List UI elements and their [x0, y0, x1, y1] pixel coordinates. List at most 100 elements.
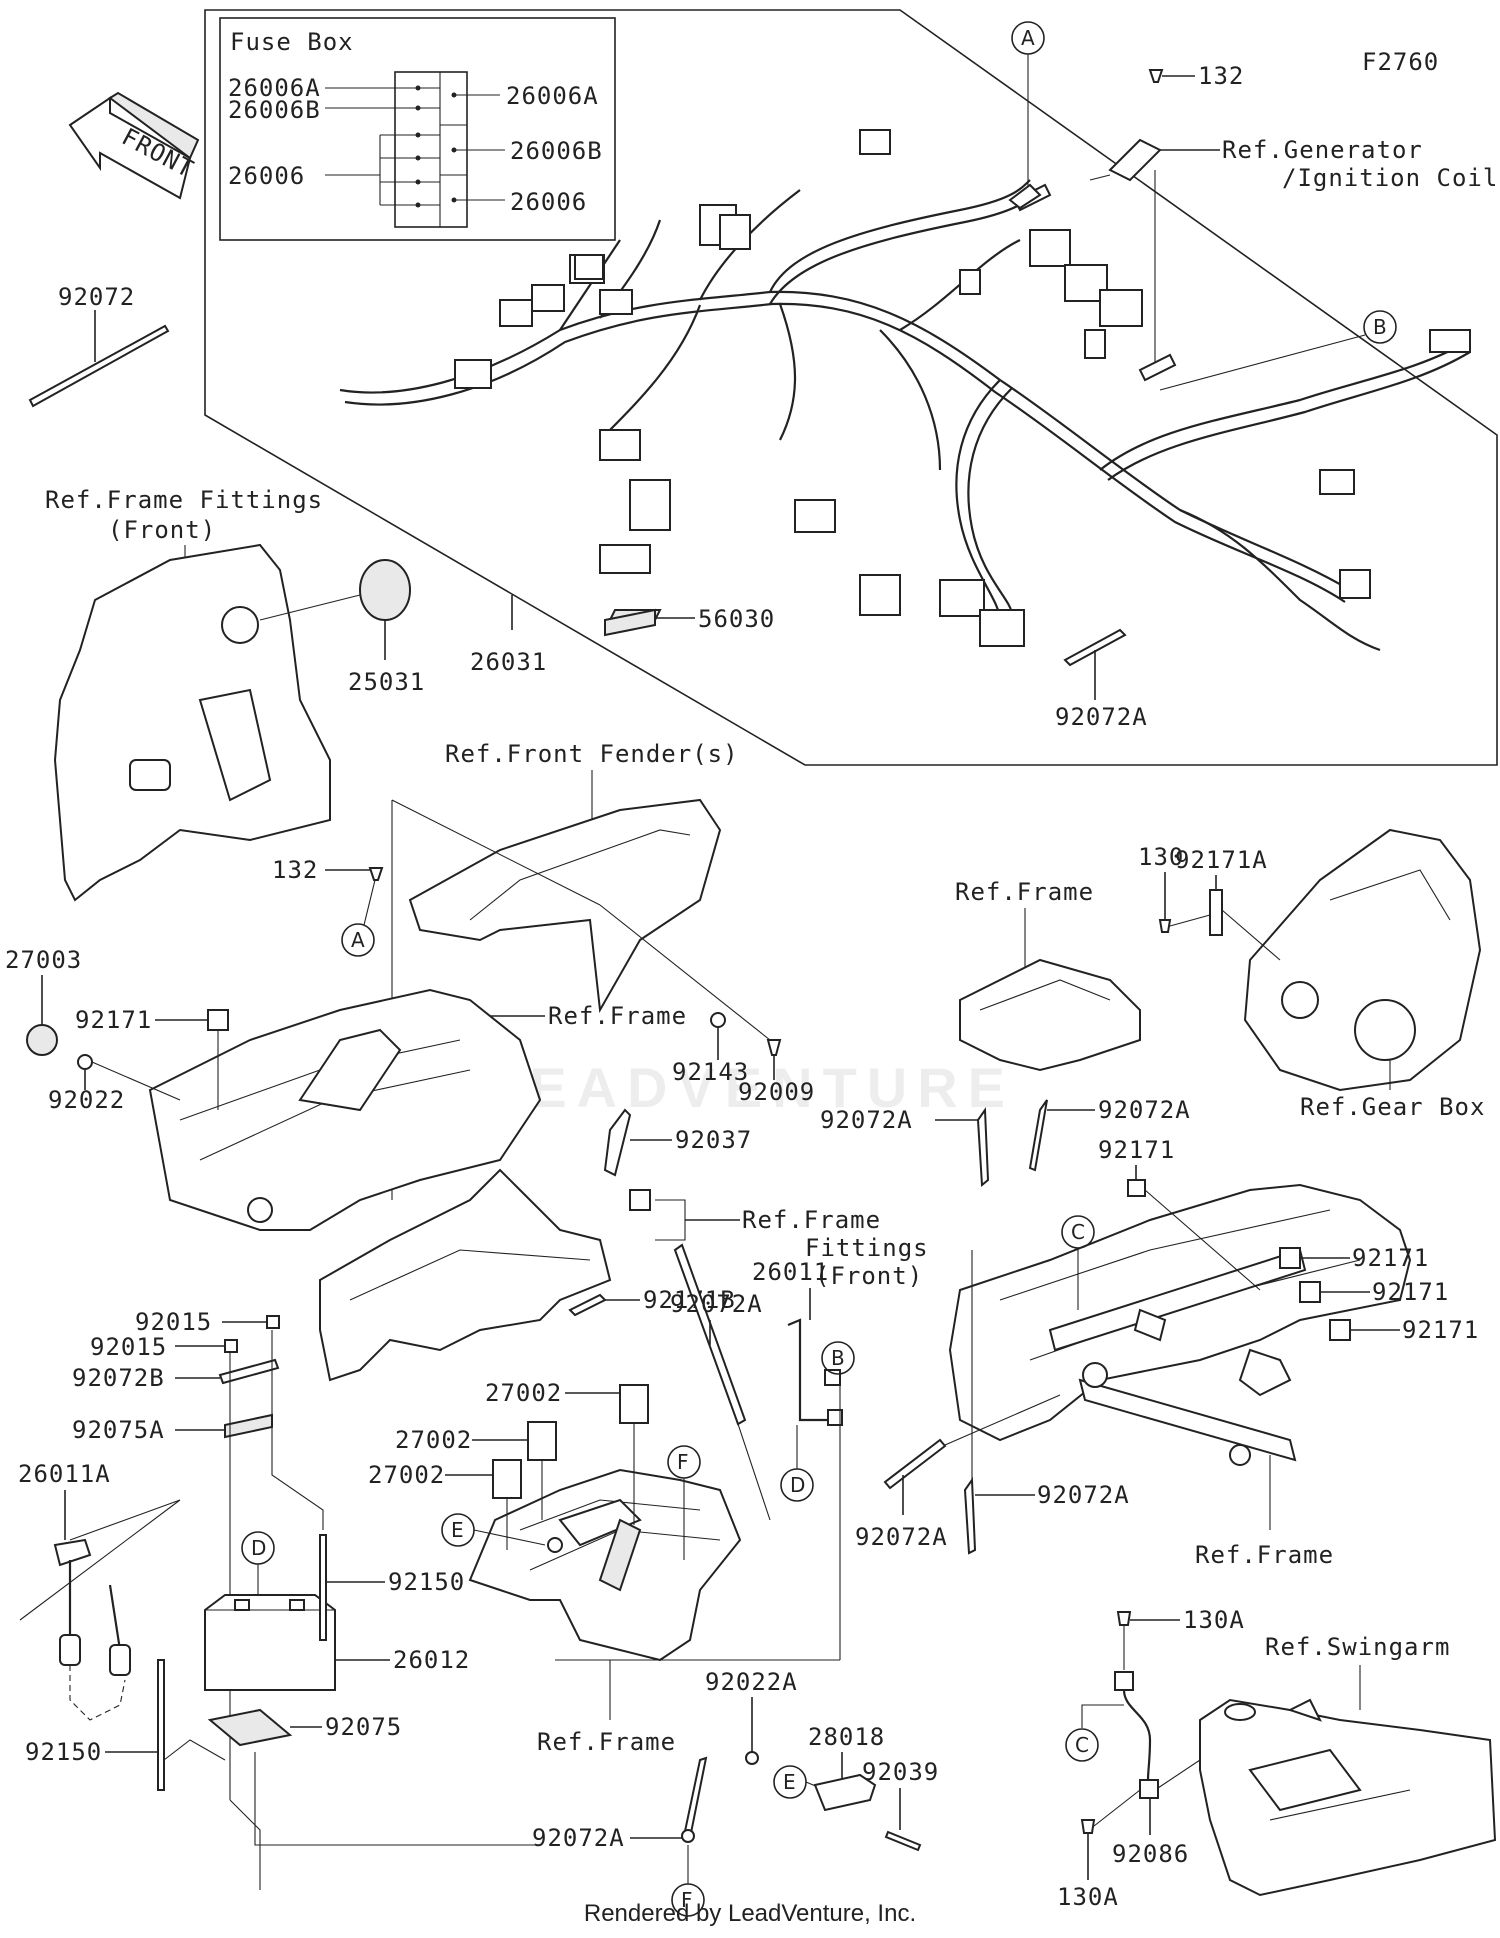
label-27002-b: 27002 [395, 1426, 472, 1454]
fuse-left-label-1: 26006A [228, 74, 321, 102]
label-132-mid: 132 [272, 856, 318, 884]
label-25031: 25031 [348, 668, 425, 696]
frame-fittings-lower-panel [319, 1168, 612, 1382]
relay-27002-b [527, 1421, 557, 1461]
cable-26011A [53, 1538, 92, 1567]
label-92072A-r3: 92072A [855, 1523, 948, 1551]
label-ref-frame-fittings-2-3: (Front) [815, 1262, 923, 1290]
fuse-right-label-1: 26006A [506, 82, 599, 110]
nut-92171-r1 [1279, 1247, 1301, 1269]
nut-92171-left [207, 1009, 229, 1031]
callout-e-bottom-letter: E [783, 1770, 796, 1794]
label-92072A-bottom: 92072A [532, 1824, 625, 1852]
pad-92075A [224, 1413, 273, 1439]
strap-92072B [218, 1358, 280, 1385]
strap-92072A-r4 [963, 1477, 977, 1555]
washer-92022A [745, 1751, 759, 1765]
label-92150-a: 92150 [388, 1568, 465, 1596]
label-ref-swingarm: Ref.Swingarm [1265, 1633, 1450, 1661]
label-92072A-r4: 92072A [1037, 1481, 1130, 1509]
callout-f-bottom-letter: F [681, 1888, 693, 1912]
fuse-box-title: Fuse Box [230, 28, 354, 56]
relay-27002-a [619, 1384, 649, 1424]
label-ref-frame-right: Ref.Frame [955, 878, 1094, 906]
label-92143: 92143 [672, 1058, 749, 1086]
label-26012: 26012 [393, 1646, 470, 1674]
label-92171-r2: 92171 [1372, 1278, 1449, 1306]
grommet-27003 [26, 1024, 58, 1056]
washer-92143 [710, 1012, 726, 1028]
label-27003: 27003 [5, 946, 82, 974]
label-26011: 26011 [752, 1258, 829, 1286]
label-92072A-r2: 92072A [1098, 1096, 1191, 1124]
strap-92072A-r1 [976, 1107, 990, 1188]
wire-harness-26031 [339, 179, 1471, 652]
socket-25031 [359, 559, 411, 621]
nut-92015-b [224, 1339, 238, 1353]
front-arrow: FRONT [68, 91, 200, 200]
label-92072: 92072 [58, 283, 135, 311]
sensor-92086 [1139, 1779, 1159, 1799]
bolt-130A-bottom [1080, 1819, 1096, 1834]
harness-connectors [454, 129, 1471, 647]
callout-d-cable-letter: D [790, 1473, 805, 1497]
callout-c-right-letter: C [1071, 1220, 1085, 1244]
relay-27002-c [492, 1459, 522, 1499]
sensor-28018 [813, 1773, 877, 1812]
label-92039: 92039 [862, 1758, 939, 1786]
label-92022: 92022 [48, 1086, 125, 1114]
label-ref-frame-bottom: Ref.Frame [537, 1728, 676, 1756]
label-92171-r-top: 92171 [1098, 1136, 1175, 1164]
screw-92009 [766, 1039, 782, 1056]
label-92086: 92086 [1112, 1840, 1189, 1868]
label-ref-frame-lower-right: Ref.Frame [1195, 1541, 1334, 1569]
bolt-132-mid [368, 867, 384, 881]
label-27002-c: 27002 [368, 1461, 445, 1489]
fuse-box-inset [219, 17, 616, 241]
label-26011A: 26011A [18, 1460, 111, 1488]
nut-92015-a [266, 1315, 280, 1329]
label-28018: 28018 [808, 1723, 885, 1751]
label-92072A-harness: 92072A [1055, 703, 1148, 731]
label-92072A-r1: 92072A [820, 1106, 913, 1134]
label-27002-a: 27002 [485, 1379, 562, 1407]
label-92171A: 92171A [1175, 846, 1268, 874]
figure-id: F2760 [1362, 48, 1439, 76]
callout-a-mid [341, 923, 375, 957]
pad-92075 [207, 1708, 293, 1747]
callout-b-cable [821, 1341, 855, 1375]
callout-a-top-letter: A [1021, 26, 1035, 50]
label-ref-frame-fittings-2-2: Fittings [805, 1234, 929, 1262]
frame-center-section [148, 988, 542, 1231]
fuse-left-label-2: 26006B [228, 96, 321, 124]
callout-c-swingarm [1065, 1728, 1099, 1762]
callout-b-top-letter: B [1373, 315, 1387, 339]
generator-connector [1108, 138, 1162, 182]
label-92171-r3: 92171 [1402, 1316, 1479, 1344]
label-92037: 92037 [675, 1126, 752, 1154]
label-ref-frame-mid: Ref.Frame [548, 1002, 687, 1030]
label-92072A-center: 92072A [670, 1290, 763, 1318]
bolt-132-top [1148, 69, 1164, 83]
label-56030: 56030 [698, 605, 775, 633]
label-92072B: 92072B [72, 1364, 165, 1392]
nut-92171-r3 [1329, 1319, 1351, 1341]
rod-92150-b [157, 1659, 165, 1791]
callout-d-battery-letter: D [251, 1536, 266, 1560]
label-92150-b: 92150 [25, 1738, 102, 1766]
fuse-right-label-2: 26006B [510, 137, 603, 165]
front-fender-part [408, 798, 722, 1014]
clip-92171B [568, 1293, 607, 1317]
pin-92039 [884, 1830, 922, 1852]
callout-e-tray-letter: E [451, 1518, 464, 1542]
label-92022A: 92022A [705, 1668, 798, 1696]
label-26031: 26031 [470, 648, 547, 676]
label-130A-top: 130A [1183, 1606, 1245, 1634]
fuse-left-label-3: 26006 [228, 162, 305, 190]
harness-frame-outline [204, 9, 1498, 766]
label-92171-r1: 92171 [1352, 1244, 1429, 1272]
nut-92171-r2 [1299, 1281, 1321, 1303]
cable-26011 [827, 1409, 843, 1426]
label-ref-frame-fittings-1: Ref.Frame Fittings [45, 486, 323, 514]
